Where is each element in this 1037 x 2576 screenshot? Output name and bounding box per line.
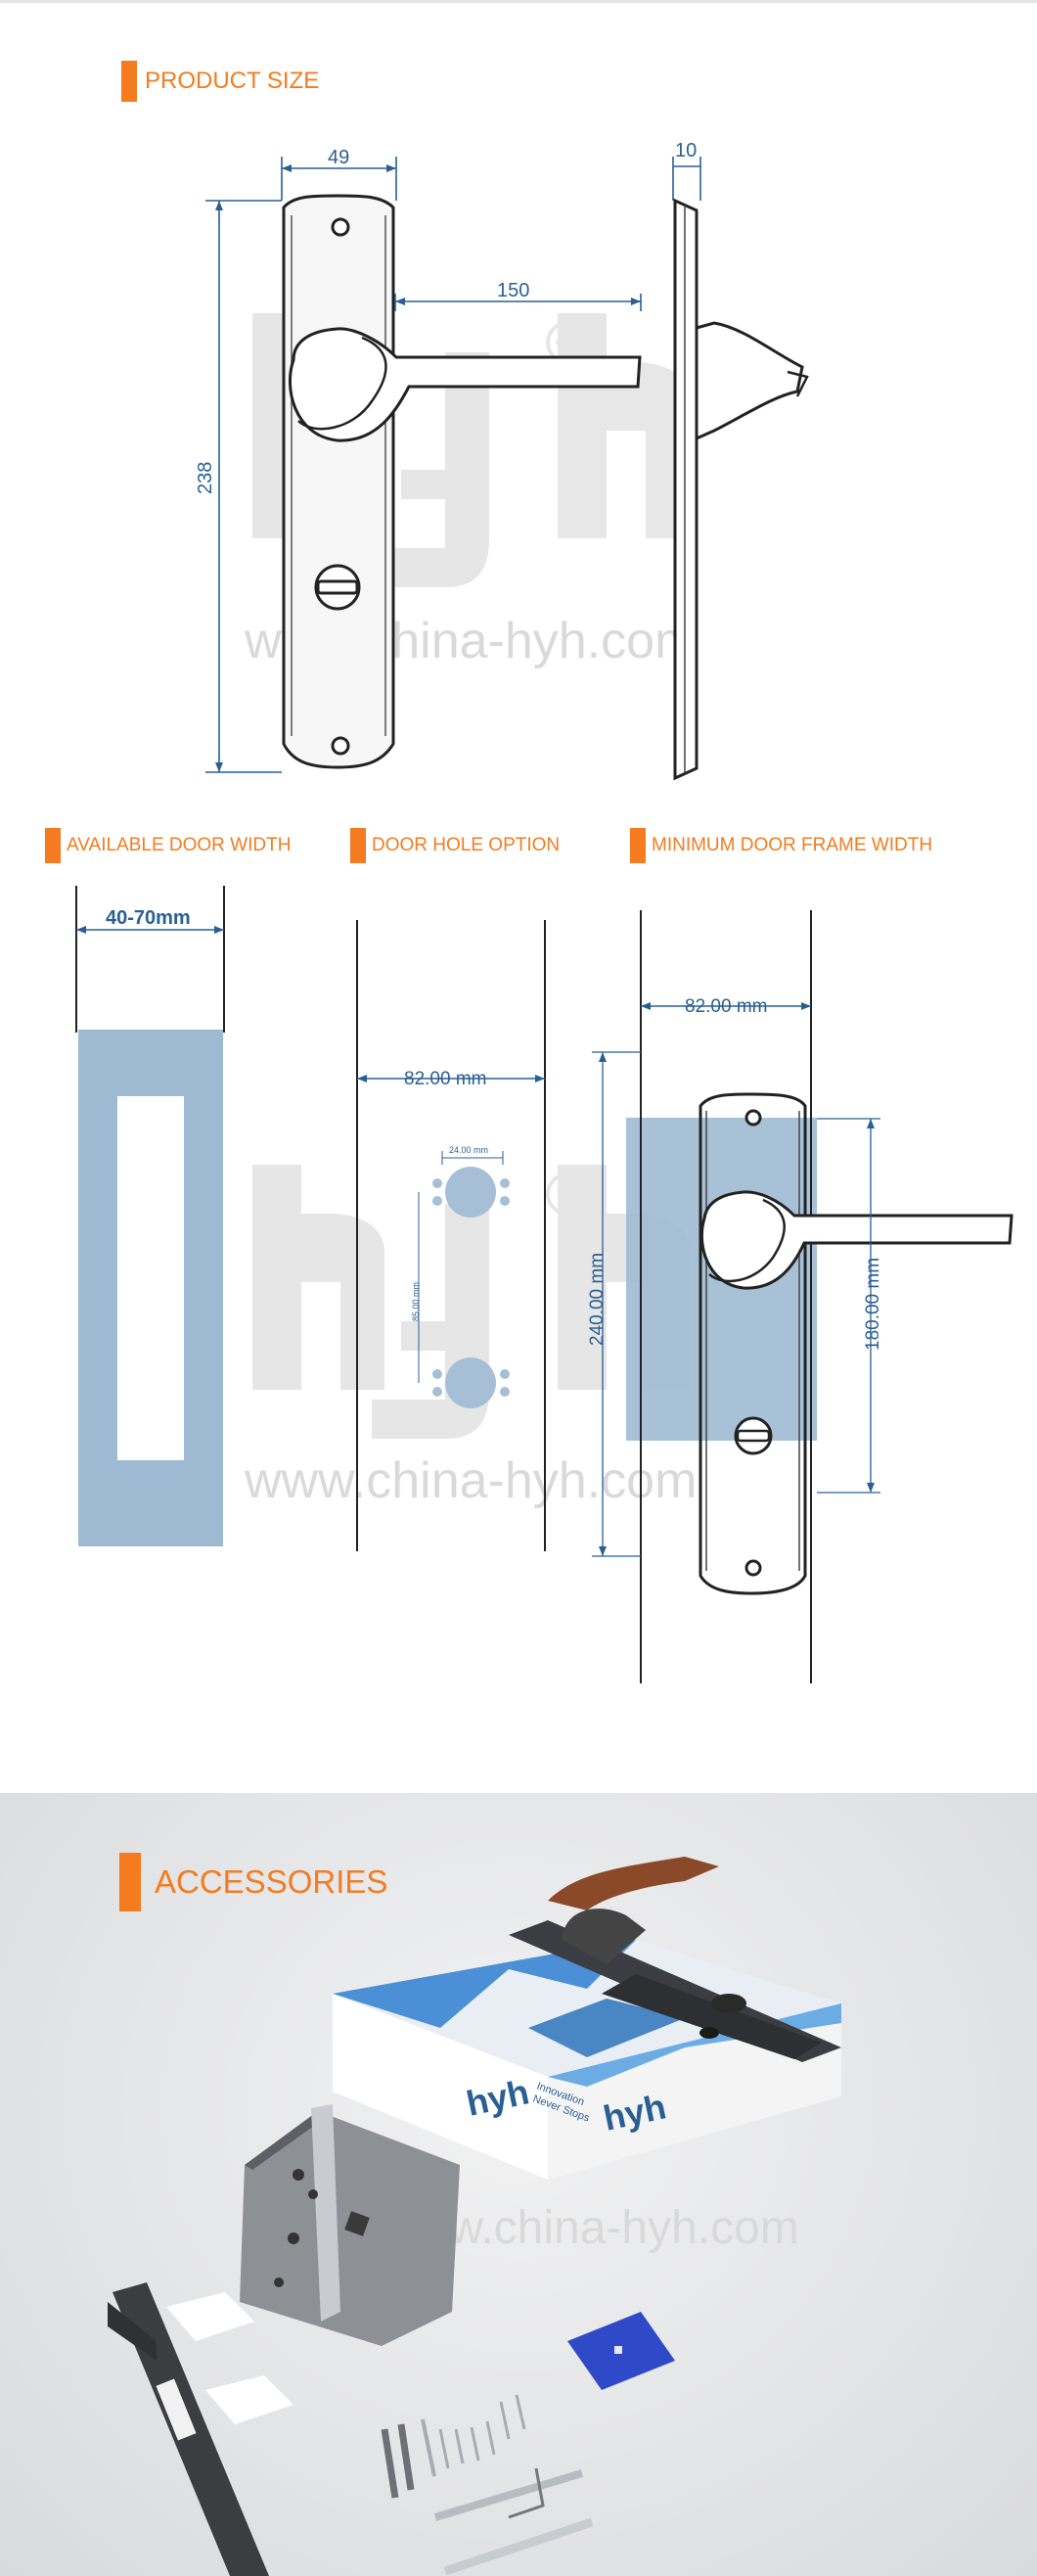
screw-hole-bottom <box>331 736 350 756</box>
dim-handle-length: 150 <box>497 280 529 301</box>
packaging-box: hyh hyh Innovation Never Stops <box>333 1940 841 2180</box>
door-hole-option-title: DOOR HOLE OPTION <box>372 835 561 855</box>
hole-spacing: 24.00 mm <box>449 1145 488 1155</box>
installation-template <box>567 2312 675 2390</box>
frame-width-diagram: 82.00 mm 240.00 mm 180.00 mm <box>587 910 1014 1683</box>
plate-side-view <box>673 198 699 781</box>
door-hole-diagram: 82.00 mm 24.00 mm 85.00 mm <box>356 920 546 1551</box>
door-hole-frame: 82.00 mm <box>404 1069 486 1089</box>
accessories-heading: ACCESSORIES <box>119 1853 387 1911</box>
lever-handle-install <box>699 1190 1014 1290</box>
door-hole-option-heading: DOOR HOLE OPTION <box>350 828 560 863</box>
lever-handle-set <box>509 1857 841 2062</box>
accessories-title: ACCESSORIES <box>155 1863 388 1900</box>
strike-plate <box>108 2282 269 2576</box>
hole-bottom <box>445 1357 496 1408</box>
heading-marker <box>45 828 61 863</box>
heading-marker <box>630 828 646 863</box>
hole-top <box>445 1167 496 1218</box>
accessories-illustration: www.china-hyh.com hyh hyh Innovation Nev… <box>108 1857 841 2576</box>
available-door-width-heading: AVAILABLE DOOR WIDTH <box>45 828 291 863</box>
available-door-width-title: AVAILABLE DOOR WIDTH <box>67 835 292 855</box>
mortise-lock-body <box>240 2104 460 2346</box>
top-divider <box>0 0 1037 3</box>
lever-handle-front <box>288 327 642 442</box>
frame-width-value: 82.00 mm <box>685 996 767 1017</box>
product-size-drawing: www.china-hyh.com 49 150 238 10 <box>195 140 809 781</box>
product-size-heading: PRODUCT SIZE <box>121 61 319 102</box>
dim-height: 238 <box>195 462 216 494</box>
escutcheon-plate-front <box>282 194 395 769</box>
minimum-door-frame-width-title: MINIMUM DOOR FRAME WIDTH <box>652 835 933 855</box>
product-size-title: PRODUCT SIZE <box>145 68 320 94</box>
heading-marker <box>121 61 137 102</box>
accessories-background <box>0 1793 1037 2576</box>
door-width-range: 40-70mm <box>106 907 191 929</box>
lever-side-view <box>695 321 804 441</box>
hole-center-distance: 85.00 mm <box>411 1282 421 1321</box>
door-width-diagram: 40-70mm <box>75 886 225 1546</box>
center-height-value: 180.00 mm <box>863 1258 883 1351</box>
screw-set <box>381 2394 526 2499</box>
plate-height-value: 240.00 mm <box>587 1253 608 1346</box>
dim-width: 49 <box>328 147 349 168</box>
escutcheon-plate-install <box>699 1092 807 1595</box>
watermark-url-2: www.china-hyh.com <box>244 1452 697 1509</box>
heading-marker <box>119 1853 141 1911</box>
spindles-and-key <box>433 2467 594 2576</box>
minimum-door-frame-width-heading: MINIMUM DOOR FRAME WIDTH <box>630 828 932 863</box>
installation-diagrams: www.china-hyh.com 40-70mm 82.00 mm 24.00… <box>75 886 1014 1683</box>
heading-marker <box>350 828 366 863</box>
foam-spacers <box>166 2292 293 2424</box>
dim-thickness: 10 <box>675 140 697 161</box>
screw-hole-top <box>331 217 350 237</box>
